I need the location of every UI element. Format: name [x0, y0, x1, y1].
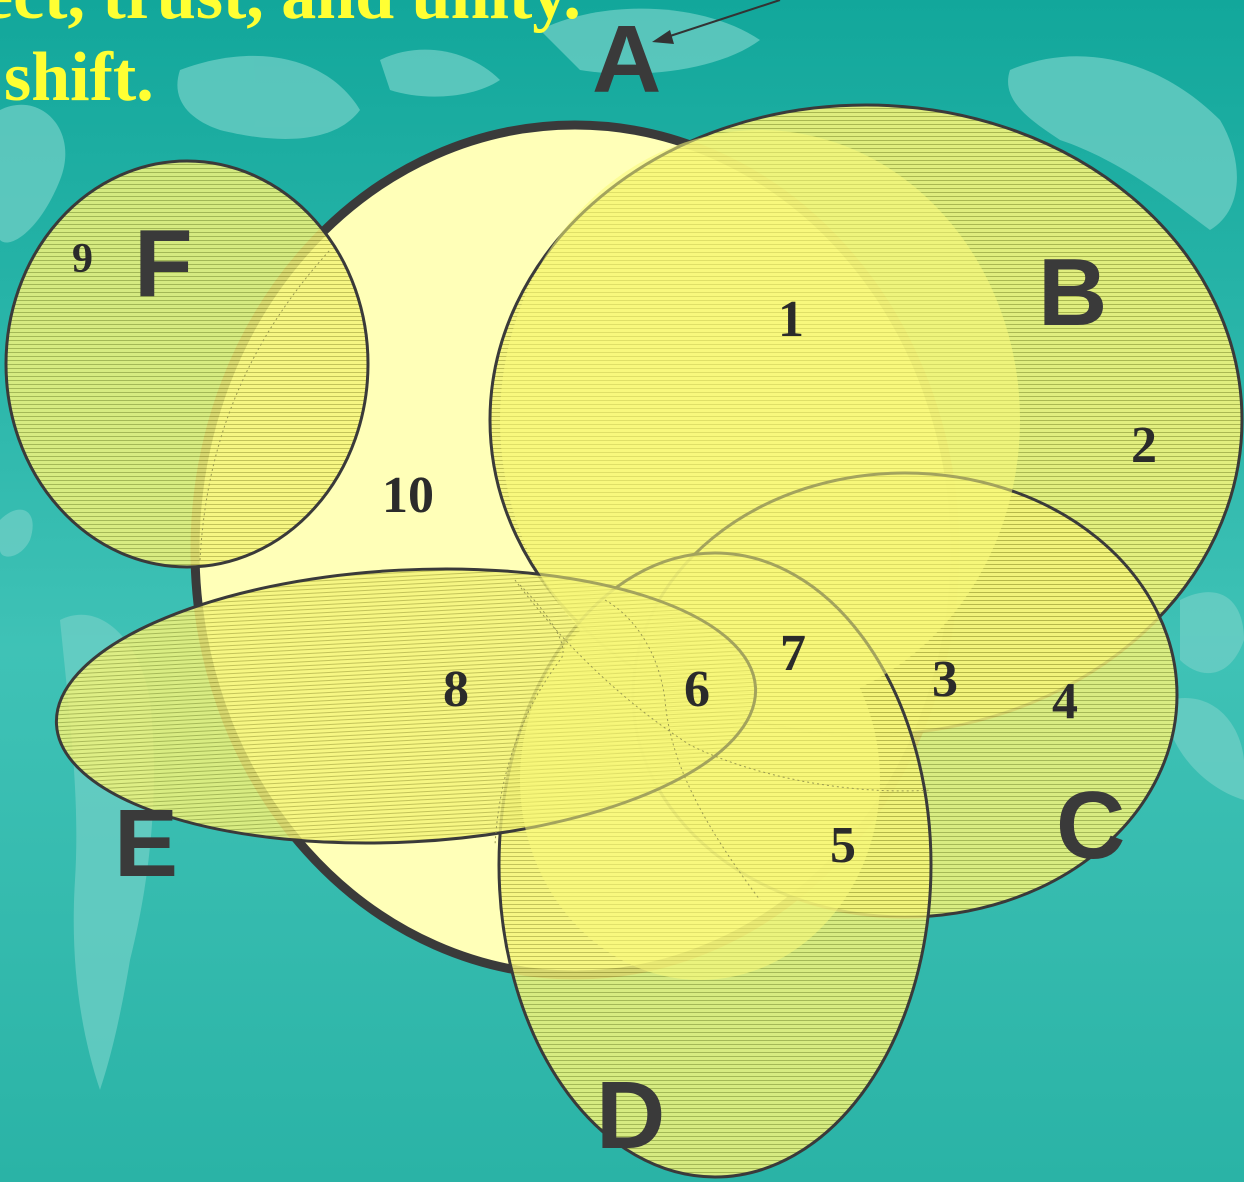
arrow-to-a [652, 0, 781, 44]
caption-line-1: ect, trust, and unity. [0, 0, 581, 34]
set-a-label: A [592, 6, 661, 113]
set-c-label: C [1056, 772, 1125, 879]
world-map-land [0, 8, 1244, 1090]
region-3-label: 3 [932, 651, 958, 708]
set-f-label: F [134, 210, 193, 317]
region-6-label: 6 [684, 661, 710, 718]
region-4-label: 4 [1052, 673, 1078, 730]
set-f-ellipse [4, 159, 370, 569]
region-5-label: 5 [830, 817, 856, 874]
region-9-label: 9 [72, 236, 93, 282]
region-8-label: 8 [443, 661, 469, 718]
region-7-label: 7 [780, 625, 806, 682]
guide-curves [199, 249, 931, 901]
caption-line-2: shift. [4, 39, 154, 116]
region-2-label: 2 [1131, 417, 1157, 474]
set-e-label: E [114, 790, 178, 897]
overlap-highlights [500, 130, 1020, 980]
region-10-label: 10 [382, 467, 434, 524]
set-d-label: D [596, 1062, 665, 1169]
set-b-label: B [1038, 239, 1107, 346]
region-1-label: 1 [778, 291, 804, 348]
